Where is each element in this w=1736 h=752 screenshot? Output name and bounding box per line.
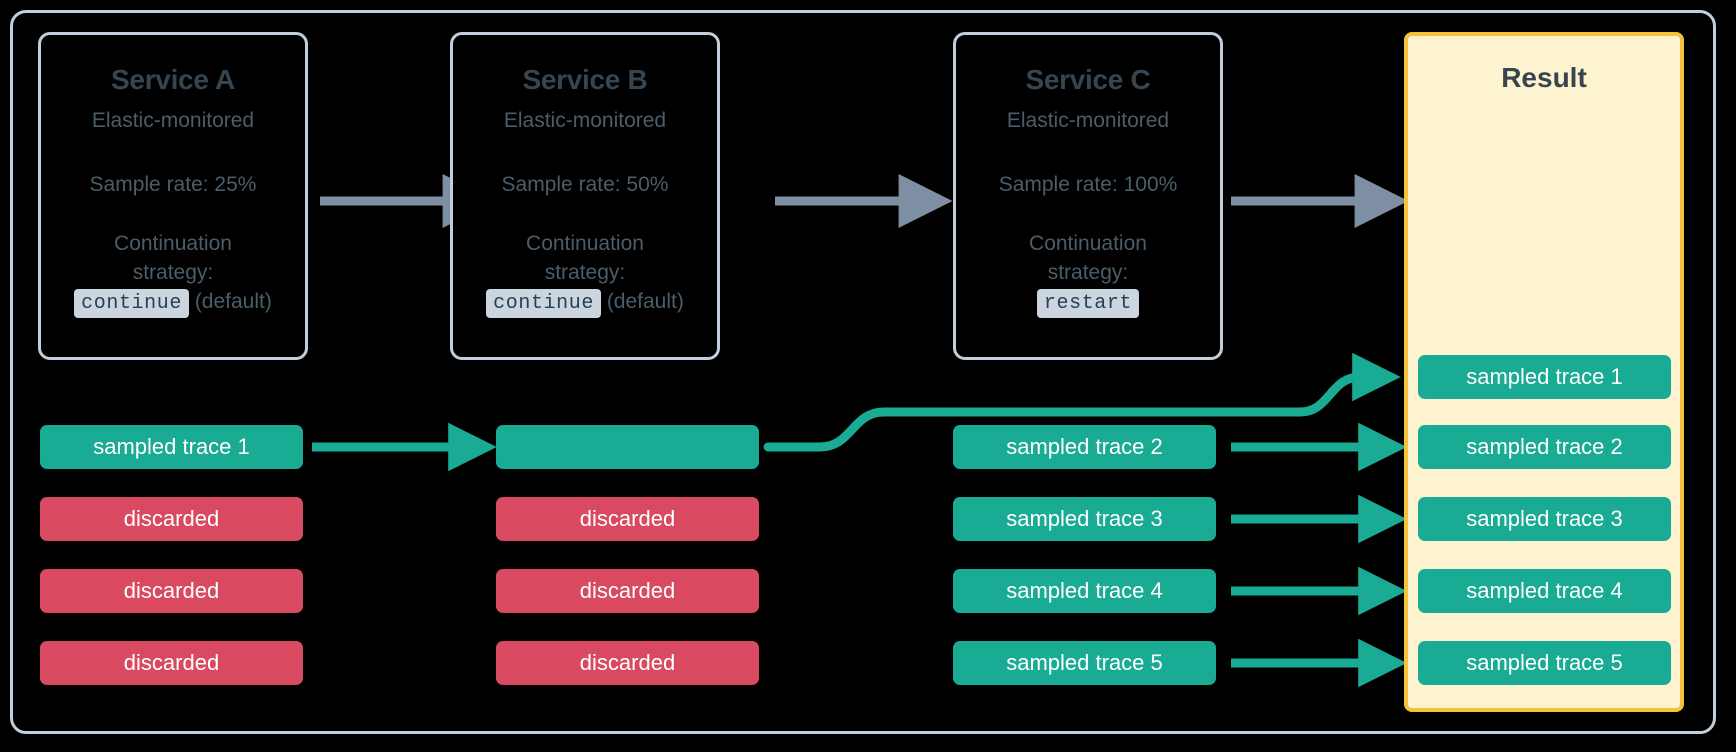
trace-pill-c-1[interactable]: sampled trace 2	[953, 425, 1216, 469]
service-c-strategy-value-row: restart	[956, 288, 1220, 318]
result-pill-3[interactable]: sampled trace 3	[1418, 497, 1671, 541]
service-c-title: Service C	[1025, 64, 1151, 95]
service-b-strategy-label: Continuation strategy:	[453, 230, 717, 288]
service-b-strategy-value-row: continue (default)	[453, 288, 717, 318]
service-a-strategy-value-row: continue (default)	[41, 288, 305, 318]
trace-pill-a-3[interactable]: discarded	[40, 569, 303, 613]
trace-pill-b-1[interactable]	[496, 425, 759, 469]
service-c-strategy-label: Continuation strategy:	[956, 230, 1220, 288]
trace-pill-c-3[interactable]: sampled trace 4	[953, 569, 1216, 613]
service-a-strategy-line1: Continuation	[114, 232, 232, 255]
service-b-subtitle: Elastic-monitored	[503, 109, 667, 132]
service-b-title: Service B	[522, 64, 648, 95]
service-a-strategy-note: (default)	[194, 289, 272, 313]
result-pill-5[interactable]: sampled trace 5	[1418, 641, 1671, 685]
service-c-strategy-value: restart	[1036, 288, 1140, 318]
service-a-title: Service A	[111, 64, 235, 95]
result-title: Result	[1501, 62, 1587, 93]
result-pill-1[interactable]: sampled trace 1	[1418, 355, 1671, 399]
service-b-strategy-value: continue	[486, 288, 601, 318]
service-a-strategy-label: Continuation strategy:	[41, 230, 305, 288]
service-a-subtitle: Elastic-monitored	[91, 109, 255, 132]
service-a-sample-rate: Sample rate: 25%	[89, 172, 257, 196]
trace-pill-c-4[interactable]: sampled trace 5	[953, 641, 1216, 685]
service-c-strategy-line1: Continuation	[1029, 232, 1147, 255]
result-pill-4[interactable]: sampled trace 4	[1418, 569, 1671, 613]
service-a-strategy-value: continue	[74, 288, 189, 318]
service-b-strategy-line2: strategy:	[544, 260, 626, 284]
service-b-sample-rate: Sample rate: 50%	[501, 172, 669, 196]
service-b-strategy-line1: Continuation	[526, 232, 644, 255]
service-card-c[interactable]: Service C Elastic-monitored Sample rate:…	[953, 32, 1223, 360]
trace-pill-b-3[interactable]: discarded	[496, 569, 759, 613]
service-b-strategy-note: (default)	[606, 289, 684, 313]
service-c-subtitle: Elastic-monitored	[1006, 109, 1170, 132]
trace-pill-b-2[interactable]: discarded	[496, 497, 759, 541]
result-pill-2[interactable]: sampled trace 2	[1418, 425, 1671, 469]
service-card-b[interactable]: Service B Elastic-monitored Sample rate:…	[450, 32, 720, 360]
trace-pill-a-1[interactable]: sampled trace 1	[40, 425, 303, 469]
service-c-strategy-line2: strategy:	[1047, 260, 1129, 284]
trace-pill-a-2[interactable]: discarded	[40, 497, 303, 541]
service-card-a[interactable]: Service A Elastic-monitored Sample rate:…	[38, 32, 308, 360]
diagram-outer-frame	[10, 10, 1716, 734]
trace-pill-c-2[interactable]: sampled trace 3	[953, 497, 1216, 541]
service-a-strategy-line2: strategy:	[132, 260, 214, 284]
trace-pill-b-4[interactable]: discarded	[496, 641, 759, 685]
trace-pill-a-4[interactable]: discarded	[40, 641, 303, 685]
service-c-sample-rate: Sample rate: 100%	[998, 172, 1178, 196]
